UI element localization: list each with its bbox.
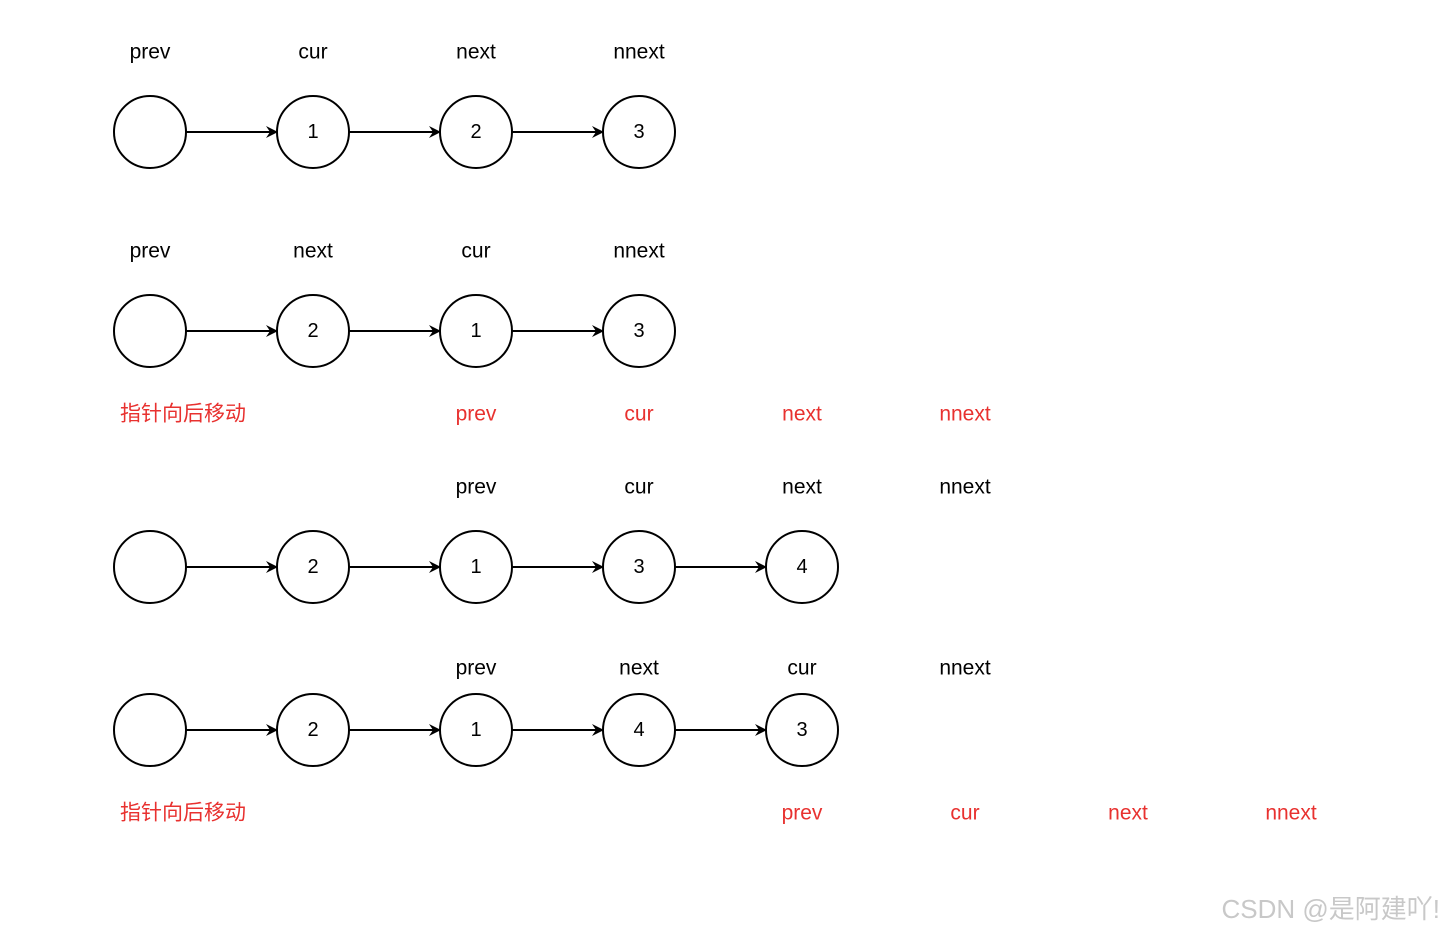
pointer-label-prev: prev (456, 657, 497, 680)
move-pointer-note: 指针向后移动 (120, 403, 246, 426)
pointer-label-prev: prev (130, 240, 171, 263)
node-value: 3 (796, 719, 807, 741)
pointer-label-nnext: nnext (939, 657, 991, 680)
watermark: CSDN @是阿建吖! (1221, 894, 1440, 924)
list-node (439, 95, 513, 169)
pointer-label-next: next (1108, 802, 1148, 825)
diagram-row-1: prev cur next nnext 1 2 3 (113, 41, 676, 169)
dummy-head-node (113, 294, 187, 368)
node-value: 1 (470, 719, 481, 741)
diagram-row-4: prev cur next nnext 2 1 3 4 (113, 476, 991, 604)
list-node (765, 693, 839, 767)
pointer-label-next: next (782, 476, 822, 499)
pointer-label-cur: cur (298, 41, 327, 64)
list-node (439, 530, 513, 604)
diagram-row-3: 指针向后移动 prev cur next nnext (120, 403, 991, 426)
list-node (602, 693, 676, 767)
pointer-label-nnext: nnext (1265, 802, 1317, 825)
dummy-head-node (113, 95, 187, 169)
pointer-label-nnext: nnext (939, 476, 991, 499)
node-value: 3 (633, 320, 644, 342)
diagram-row-2: prev next cur nnext 2 1 3 (113, 240, 676, 368)
list-node (602, 294, 676, 368)
pointer-label-next: next (619, 657, 659, 680)
pointer-label-cur: cur (787, 657, 816, 680)
pointer-label-nnext: nnext (613, 240, 665, 263)
pointer-label-next: next (293, 240, 333, 263)
node-value: 1 (307, 121, 318, 143)
node-value: 3 (633, 556, 644, 578)
list-node (276, 95, 350, 169)
diagram-row-5: prev next cur nnext 2 1 4 3 (113, 657, 991, 767)
node-value: 4 (633, 719, 644, 741)
pointer-label-prev: prev (782, 802, 823, 825)
list-node (276, 294, 350, 368)
list-node (602, 95, 676, 169)
list-node (439, 294, 513, 368)
pointer-label-cur: cur (624, 476, 653, 499)
node-value: 2 (470, 121, 481, 143)
node-value: 2 (307, 556, 318, 578)
diagram-layer: prev cur next nnext 1 2 3 prev next cur nnext 2 1 3 指针… (113, 41, 1317, 825)
list-node (602, 530, 676, 604)
pointer-label-next: next (782, 403, 822, 426)
pointer-label-prev: prev (456, 403, 497, 426)
list-node (276, 693, 350, 767)
list-node (439, 693, 513, 767)
pointer-label-prev: prev (456, 476, 497, 499)
pointer-label-cur: cur (624, 403, 653, 426)
dummy-head-node (113, 693, 187, 767)
pointer-label-cur: cur (950, 802, 979, 825)
node-value: 2 (307, 320, 318, 342)
node-value: 2 (307, 719, 318, 741)
pointer-label-nnext: nnext (939, 403, 991, 426)
dummy-head-node (113, 530, 187, 604)
node-value: 3 (633, 121, 644, 143)
node-value: 1 (470, 320, 481, 342)
node-value: 1 (470, 556, 481, 578)
diagram-row-6: 指针向后移动 prev cur next nnext (120, 802, 1317, 825)
list-node (765, 530, 839, 604)
pointer-label-prev: prev (130, 41, 171, 64)
node-value: 4 (796, 556, 807, 578)
move-pointer-note: 指针向后移动 (120, 802, 246, 825)
list-node (276, 530, 350, 604)
pointer-label-nnext: nnext (613, 41, 665, 64)
pointer-label-cur: cur (461, 240, 490, 263)
pointer-label-next: next (456, 41, 496, 64)
